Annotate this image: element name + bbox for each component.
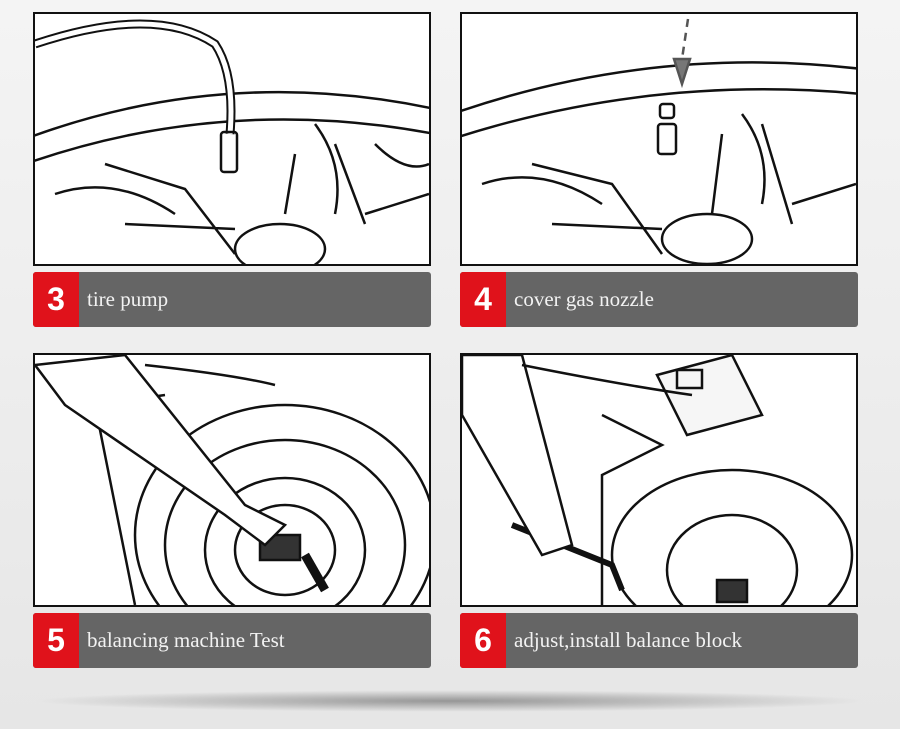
tire-pump-illustration xyxy=(33,12,431,266)
step-number-badge: 3 xyxy=(33,272,79,327)
step-label: adjust,install balance block xyxy=(514,628,743,652)
install-balance-block-illustration xyxy=(460,353,858,607)
step-6: 6 adjust,install balance block xyxy=(460,353,858,668)
step-number-badge: 4 xyxy=(460,272,506,327)
step-3: 3 tire pump xyxy=(33,12,431,327)
step-label-bar: 6 adjust,install balance block xyxy=(460,613,858,668)
step-4: 4 cover gas nozzle xyxy=(460,12,858,327)
step-5: 5 balancing machine Test xyxy=(33,353,431,668)
bottom-shadow xyxy=(30,690,870,712)
step-label: cover gas nozzle xyxy=(514,287,654,311)
balancing-machine-test-illustration xyxy=(33,353,431,607)
step-label: balancing machine Test xyxy=(87,628,285,652)
step-number-badge: 6 xyxy=(460,613,506,668)
step-label-bar: 5 balancing machine Test xyxy=(33,613,431,668)
step-label: tire pump xyxy=(87,287,169,311)
cover-gas-nozzle-illustration xyxy=(460,12,858,266)
step-number-badge: 5 xyxy=(33,613,79,668)
step-label-bar: 3 tire pump xyxy=(33,272,431,327)
step-label-bar: 4 cover gas nozzle xyxy=(460,272,858,327)
